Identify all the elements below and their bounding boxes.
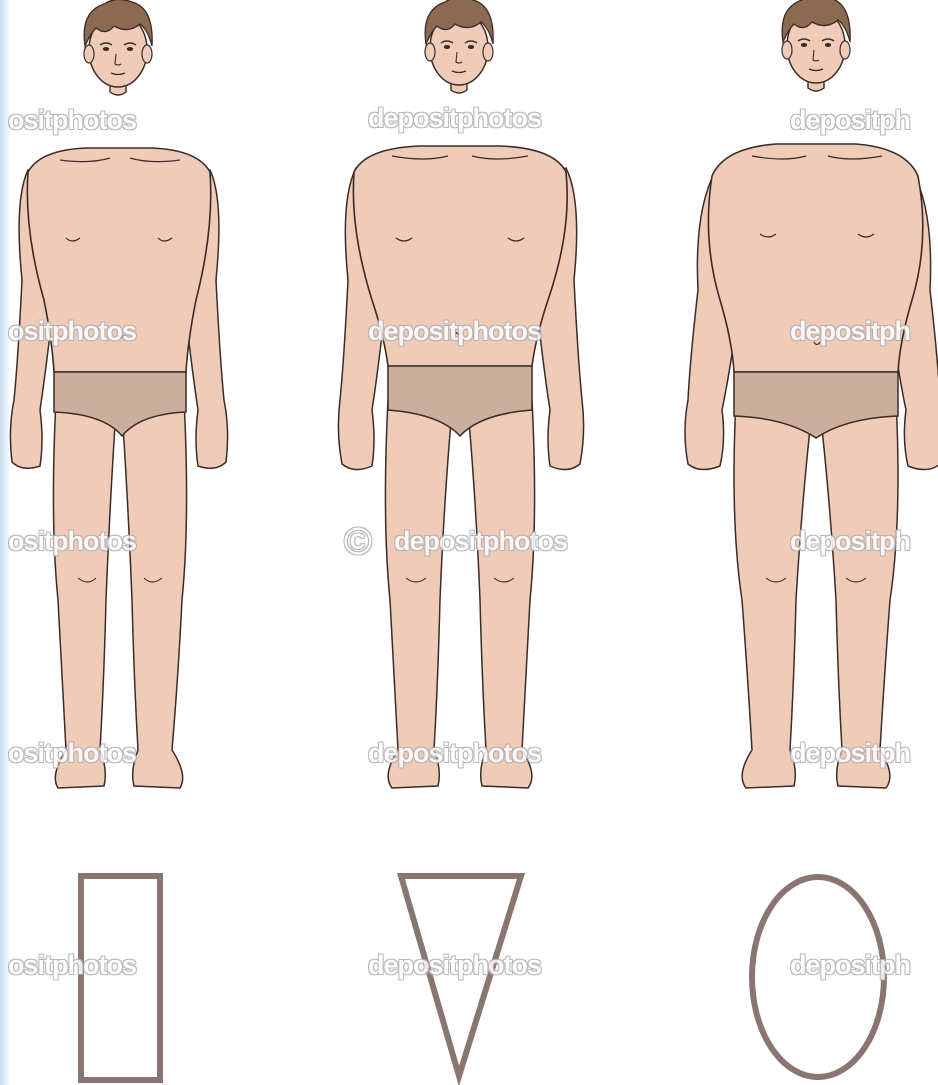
figure-rectangle [10,0,227,788]
rectangle-shape-icon [81,876,160,1080]
oval-shape-icon [752,877,884,1077]
figure-inverted-triangle [338,0,583,788]
inverted-triangle-shape-icon [401,876,521,1076]
figure-oval [685,0,938,788]
